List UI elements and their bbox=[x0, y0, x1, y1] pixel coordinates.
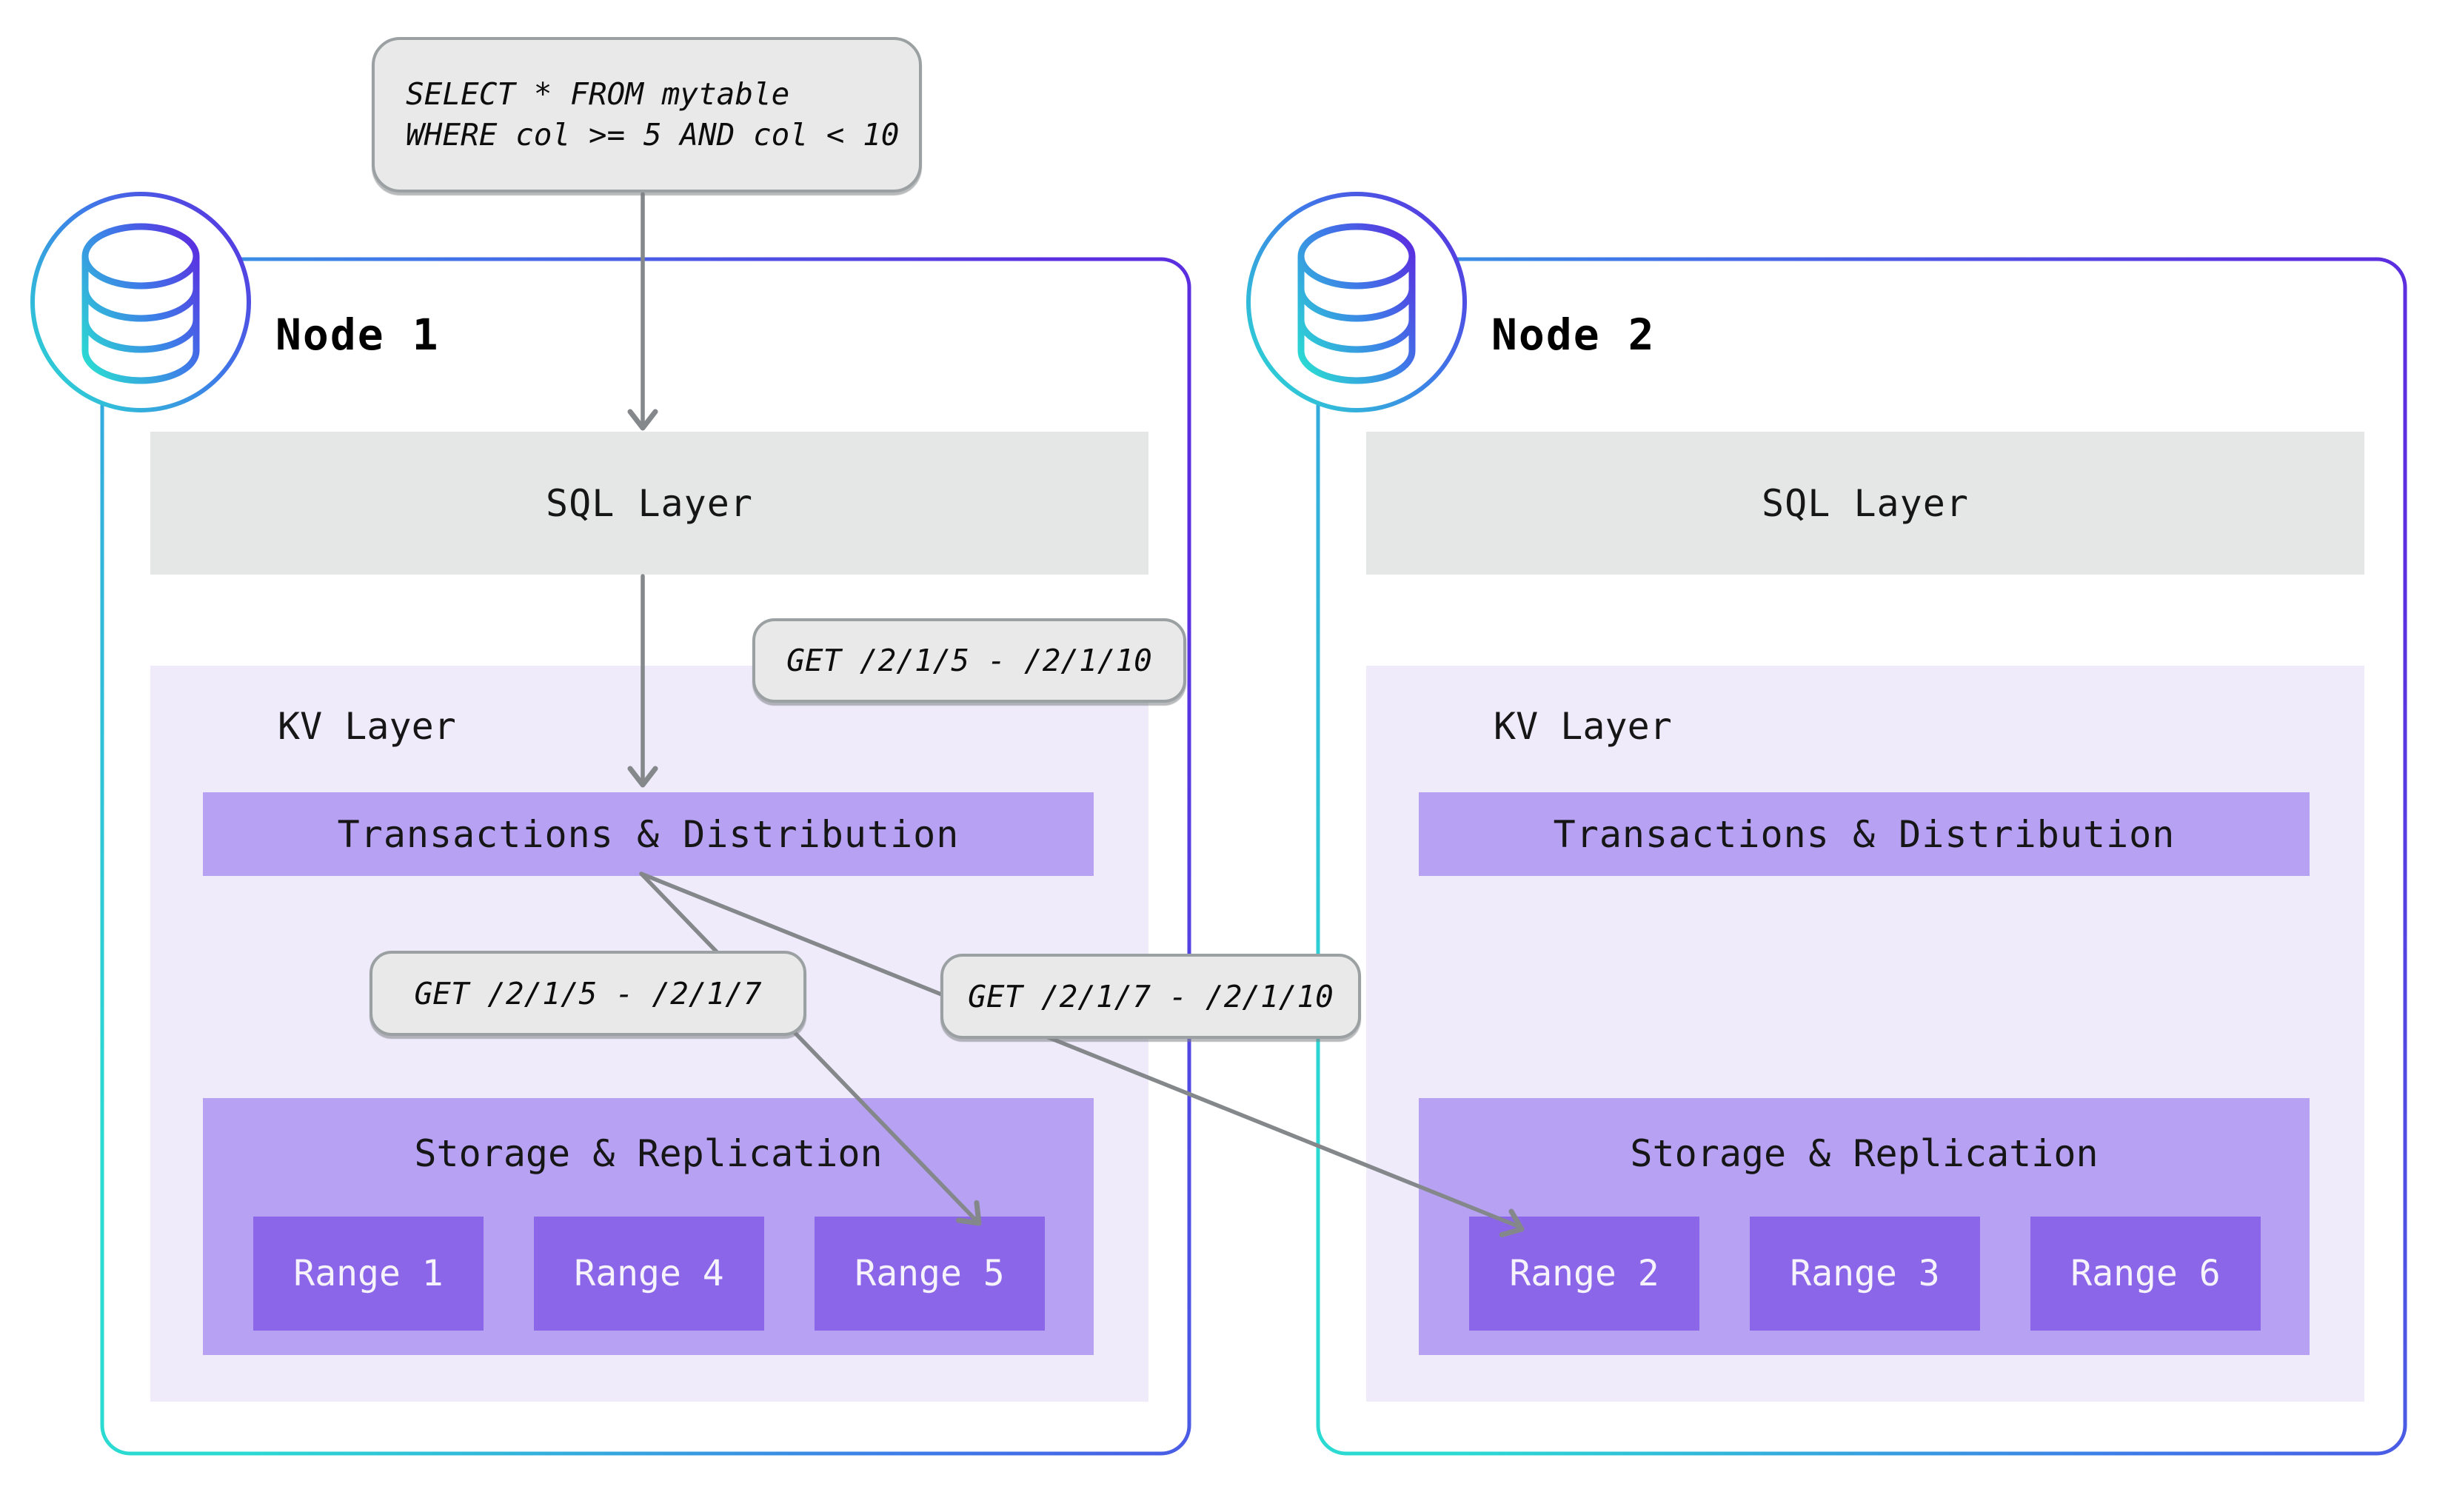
sql-query-line1: SELECT * FROM mytable bbox=[406, 76, 790, 112]
node2-sql-layer: SQL Layer bbox=[1366, 432, 2364, 575]
get-callout-range2: GET /2/1/7 - /2/1/10 bbox=[940, 954, 1361, 1039]
node2-sql-layer-label: SQL Layer bbox=[1762, 481, 1969, 525]
get-callout-text: GET /2/1/5 - /2/1/7 bbox=[414, 975, 762, 1011]
node1-storage-label: Storage & Replication bbox=[414, 1132, 883, 1175]
database-icon bbox=[30, 192, 251, 412]
get-callout-sql-to-kv: GET /2/1/5 - /2/1/10 bbox=[752, 618, 1186, 703]
node2-range-2: Range 2 bbox=[1469, 1217, 1699, 1331]
node2-transactions-bar: Transactions & Distribution bbox=[1419, 792, 2310, 876]
node1-transactions-label: Transactions & Distribution bbox=[337, 812, 960, 856]
node1-transactions-bar: Transactions & Distribution bbox=[203, 792, 1094, 876]
range-label: Range 1 bbox=[293, 1253, 444, 1294]
sql-query-line2: WHERE col >= 5 AND col < 10 bbox=[406, 117, 900, 153]
node2-range-3: Range 3 bbox=[1750, 1217, 1980, 1331]
range-label: Range 5 bbox=[855, 1253, 1005, 1294]
range-label: Range 2 bbox=[1509, 1253, 1659, 1294]
sql-query-callout: SELECT * FROM mytable WHERE col >= 5 AND… bbox=[372, 37, 922, 193]
node1-title: Node 1 bbox=[275, 310, 440, 360]
get-callout-text: GET /2/1/7 - /2/1/10 bbox=[968, 978, 1334, 1014]
node2-range-6: Range 6 bbox=[2030, 1217, 2261, 1331]
node1-range-1: Range 1 bbox=[253, 1217, 484, 1331]
database-icon bbox=[1246, 192, 1467, 412]
node1-sql-layer: SQL Layer bbox=[150, 432, 1148, 575]
node2-title: Node 2 bbox=[1491, 310, 1656, 360]
node1-range-4: Range 4 bbox=[534, 1217, 764, 1331]
range-label: Range 3 bbox=[1790, 1253, 1940, 1294]
node1-kv-layer-label: KV Layer bbox=[278, 705, 456, 748]
get-callout-range5: GET /2/1/5 - /2/1/7 bbox=[370, 951, 806, 1036]
range-label: Range 6 bbox=[2070, 1253, 2221, 1294]
range-label: Range 4 bbox=[574, 1253, 724, 1294]
node2-storage-label: Storage & Replication bbox=[1630, 1132, 2099, 1175]
node1-sql-layer-label: SQL Layer bbox=[546, 481, 753, 525]
node2-transactions-label: Transactions & Distribution bbox=[1553, 812, 2176, 856]
node1-range-5: Range 5 bbox=[815, 1217, 1045, 1331]
node2-kv-layer-label: KV Layer bbox=[1494, 705, 1672, 748]
query-to-sql-arrow bbox=[627, 192, 658, 431]
get-callout-text: GET /2/1/5 - /2/1/10 bbox=[786, 643, 1152, 678]
